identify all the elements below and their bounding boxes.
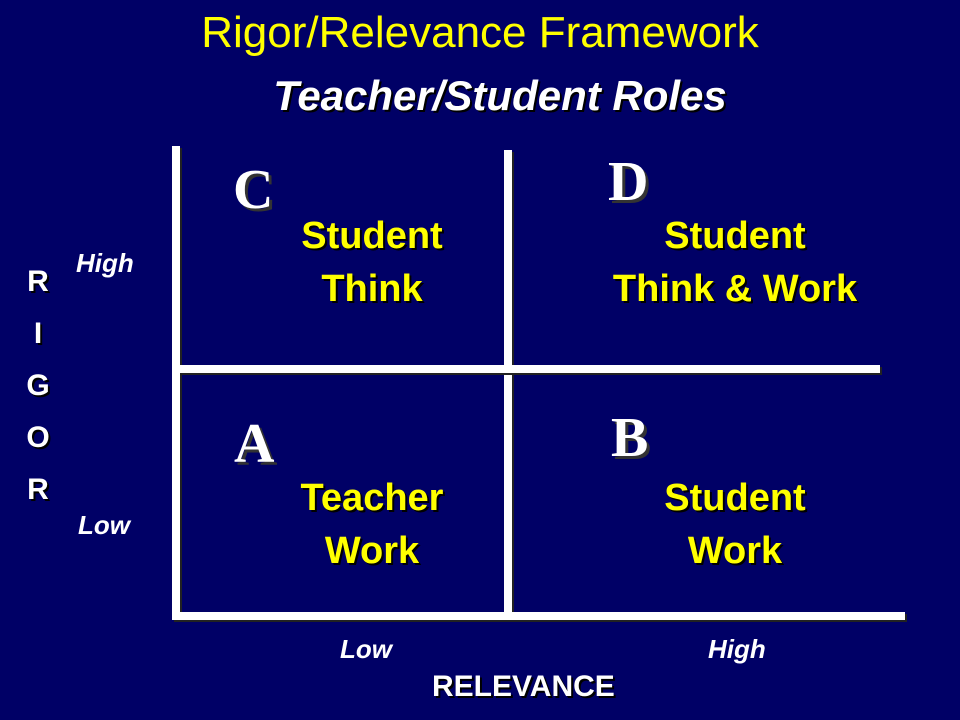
rigor-letter: R	[27, 473, 49, 506]
rigor-letter: I	[33, 317, 43, 350]
y-axis-line	[172, 146, 180, 620]
quadrant-a-line2: Work	[324, 530, 420, 572]
rigor-axis-label: R I G O R	[18, 256, 58, 516]
quadrant-c-line2: Think	[321, 268, 423, 310]
quadrant-d-letter: D	[608, 151, 649, 213]
quadrant-c-text: Student Think	[272, 210, 472, 316]
quadrant-c-letter: C	[233, 159, 274, 221]
quadrant-d-line2: Think & Work	[612, 268, 858, 310]
rigor-high-label: High	[76, 248, 134, 278]
quadrant-b-text: Student Work	[635, 472, 835, 578]
quadrant-b-line1: Student	[664, 477, 806, 519]
x-axis-line	[172, 612, 905, 620]
rigor-low-label: Low	[78, 510, 130, 540]
rigor-letter: R	[27, 265, 49, 298]
quadrant-a-letter: A	[234, 413, 275, 475]
relevance-axis-label: RELEVANCE	[432, 670, 615, 703]
quadrant-a-line1: Teacher	[300, 477, 444, 519]
quadrant-d-text: Student Think & Work	[575, 210, 895, 316]
quadrant-a-text: Teacher Work	[272, 472, 472, 578]
slide-subtitle: Teacher/Student Roles	[273, 72, 727, 119]
quadrant-d-line1: Student	[664, 215, 806, 257]
rigor-letter: G	[26, 369, 50, 402]
relevance-high-label: High	[708, 634, 766, 664]
quadrant-b-letter: B	[611, 407, 649, 469]
vertical-divider	[504, 150, 512, 612]
relevance-low-label: Low	[340, 634, 392, 664]
horizontal-divider	[180, 365, 880, 373]
rigor-letter: O	[26, 421, 50, 454]
quadrant-b-line2: Work	[687, 530, 783, 572]
slide-title: Rigor/Relevance Framework	[201, 8, 759, 57]
quadrant-c-line1: Student	[301, 215, 443, 257]
